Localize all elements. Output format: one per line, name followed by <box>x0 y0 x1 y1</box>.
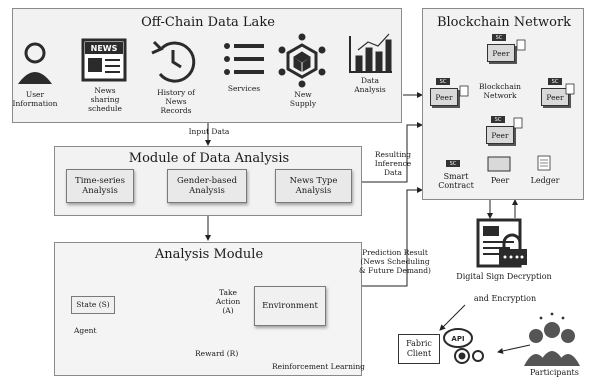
peer-bottom: Peer <box>486 126 514 144</box>
sc-chip-right: SC <box>548 78 562 85</box>
news-type-label: News Type Analysis <box>289 176 338 196</box>
digital-sign-label: Digital Sign Decryption <box>456 272 552 281</box>
reinforcement-learning-label: Reinforcement Learning <box>272 362 365 371</box>
peer-top: Peer <box>487 44 515 62</box>
lake-item-user-label: User Information <box>12 90 58 108</box>
lake-item-history-label: History of News Records <box>157 88 195 115</box>
state-box: State (S) <box>71 296 115 314</box>
off-chain-data-lake: Off-Chain Data Lake <box>12 8 402 123</box>
analysis-module-title: Analysis Module <box>154 247 264 262</box>
environment-label: Environment <box>262 301 318 311</box>
peer-right: Peer <box>541 88 569 106</box>
lake-item-news-label: News sharing schedule <box>88 86 122 113</box>
data-analysis-title: Module of Data Analysis <box>128 151 290 166</box>
input-data-label: Input Data <box>188 127 230 136</box>
fabric-client-box: Fabric Client <box>398 334 440 364</box>
participants-label: Participants <box>530 368 579 377</box>
gender-based-analysis: Gender-based Analysis <box>167 169 247 203</box>
resulting-inference-label: Resulting Inference Data <box>374 150 412 177</box>
time-series-label: Time-series Analysis <box>75 176 125 196</box>
blockchain-title: Blockchain Network <box>436 15 572 30</box>
blockchain-center-label: Blockchain Network <box>479 82 521 100</box>
participants-to-fabric-arrow <box>497 344 531 354</box>
legend-ledger-label: Ledger <box>530 176 560 185</box>
state-label: State (S) <box>76 300 110 309</box>
sc-chip-top: SC <box>492 34 506 41</box>
gender-based-label: Gender-based Analysis <box>176 176 238 196</box>
prediction-result-label: Prediction Result (News Scheduling & Fut… <box>359 248 431 275</box>
security-to-fabric-arrow <box>439 304 466 331</box>
lake-item-supply-label: New Supply <box>289 90 317 108</box>
peer-left: Peer <box>430 88 458 106</box>
fabric-client-label: Fabric Client <box>406 339 432 358</box>
inference-arrow <box>362 122 423 183</box>
time-series-analysis: Time-series Analysis <box>66 169 134 203</box>
lake-item-analysis-label: Data Analysis <box>354 76 386 94</box>
news-type-analysis: News Type Analysis <box>275 169 352 203</box>
lake-item-services-label: Services <box>227 84 261 93</box>
legend-peer-label: Peer <box>490 176 510 185</box>
prediction-arrow <box>362 187 423 287</box>
sc-chip-bottom: SC <box>491 116 505 123</box>
agent-label: Agent <box>74 326 97 335</box>
environment-box: Environment <box>254 286 326 326</box>
reward-label: Reward (R) <box>195 349 239 358</box>
sc-chip-left: SC <box>436 78 450 85</box>
take-action-label: Take Action (A) <box>215 288 241 315</box>
encryption-label: and Encryption <box>473 294 537 303</box>
lake-title: Off-Chain Data Lake <box>141 15 275 30</box>
legend-sc-chip: SC <box>446 160 460 167</box>
legend-smart-contract-label: Smart Contract <box>438 172 474 190</box>
